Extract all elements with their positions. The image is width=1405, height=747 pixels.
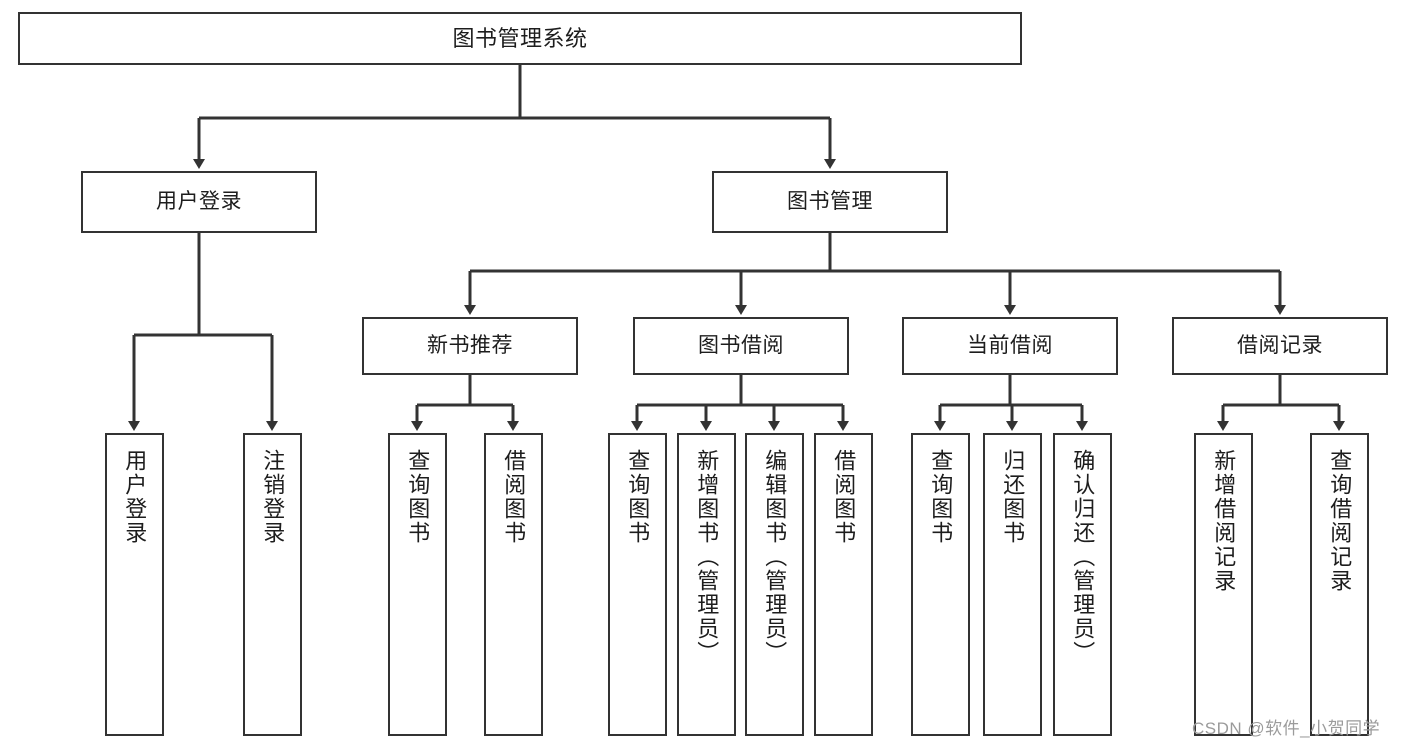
node-leaf-return-book[interactable]: 归还图书 — [983, 433, 1042, 736]
node-label: 当前借阅 — [967, 333, 1053, 357]
node-label: 借阅图书 — [501, 449, 527, 545]
node-label: 查询图书 — [928, 449, 954, 545]
node-book-manage[interactable]: 图书管理 — [712, 171, 948, 233]
node-leaf-edit-book[interactable]: 编辑图书（管理员） — [745, 433, 804, 736]
node-label: 新增图书（管理员） — [694, 449, 720, 665]
node-new-book-rec[interactable]: 新书推荐 — [362, 317, 578, 375]
node-leaf-logout[interactable]: 注销登录 — [243, 433, 302, 736]
node-book-borrow[interactable]: 图书借阅 — [633, 317, 849, 375]
node-label: 借阅记录 — [1237, 333, 1323, 357]
node-label: 图书管理 — [787, 189, 873, 213]
node-borrow-record[interactable]: 借阅记录 — [1172, 317, 1388, 375]
node-leaf-add-book[interactable]: 新增图书（管理员） — [677, 433, 736, 736]
watermark-text: CSDN @软件_小贺同学 — [1192, 719, 1381, 738]
node-leaf-query-book-rec[interactable]: 查询图书 — [388, 433, 447, 736]
node-leaf-add-record[interactable]: 新增借阅记录 — [1194, 433, 1253, 736]
node-label: 查询借阅记录 — [1327, 449, 1353, 593]
node-label: 确认归还（管理员） — [1070, 449, 1096, 665]
node-leaf-user-login[interactable]: 用户登录 — [105, 433, 164, 736]
node-label: 图书借阅 — [698, 333, 784, 357]
node-label: 用户登录 — [122, 449, 148, 545]
node-root[interactable]: 图书管理系统 — [18, 12, 1022, 65]
node-label: 归还图书 — [1000, 449, 1026, 545]
node-leaf-borrow-book-br[interactable]: 借阅图书 — [814, 433, 873, 736]
node-leaf-borrow-book-rec[interactable]: 借阅图书 — [484, 433, 543, 736]
node-label: 查询图书 — [625, 449, 651, 545]
node-label: 查询图书 — [405, 449, 431, 545]
node-label: 图书管理系统 — [452, 25, 588, 51]
node-label: 新增借阅记录 — [1211, 449, 1237, 593]
node-leaf-query-book-cb[interactable]: 查询图书 — [911, 433, 970, 736]
node-label: 借阅图书 — [831, 449, 857, 545]
node-leaf-confirm-return[interactable]: 确认归还（管理员） — [1053, 433, 1112, 736]
node-current-borrow[interactable]: 当前借阅 — [902, 317, 1118, 375]
node-label: 注销登录 — [260, 449, 286, 545]
node-label: 用户登录 — [156, 189, 242, 213]
node-user-login[interactable]: 用户登录 — [81, 171, 317, 233]
node-leaf-query-book-br[interactable]: 查询图书 — [608, 433, 667, 736]
node-label: 新书推荐 — [427, 333, 513, 357]
node-leaf-query-record[interactable]: 查询借阅记录 — [1310, 433, 1369, 736]
node-label: 编辑图书（管理员） — [762, 449, 788, 665]
